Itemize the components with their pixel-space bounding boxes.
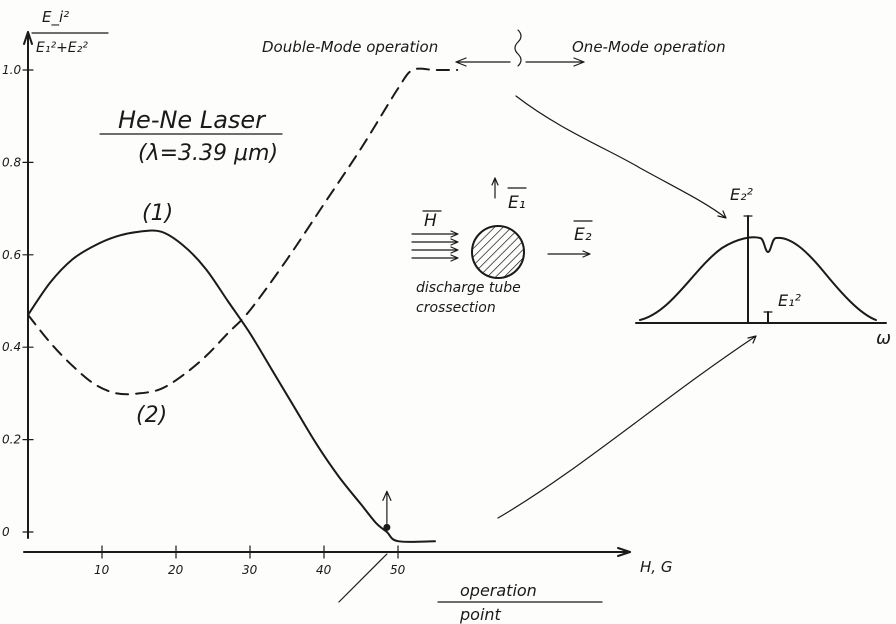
- y-label-denominator: E₁²+E₂²: [36, 40, 88, 56]
- operation-point-arrow: [382, 490, 392, 524]
- y-tick-label: 0.6: [2, 248, 21, 262]
- double-mode-label: Double-Mode operation: [262, 38, 438, 56]
- inset-spectrum-curve: [639, 236, 877, 321]
- series-line-2: [27, 67, 459, 396]
- connector-arrow-lower: [497, 335, 757, 519]
- e2-vector-label: E₂: [574, 225, 592, 245]
- operation-point-leader: [338, 553, 388, 603]
- operation-point-label-line1: operation: [460, 581, 537, 600]
- y-axis-arrow: [23, 31, 33, 45]
- y-tick-label: 0.4: [2, 340, 21, 354]
- tube-label-line1: discharge tube: [416, 280, 521, 296]
- e1-vector-label: E₁: [508, 193, 526, 213]
- series-line-1: [27, 229, 436, 543]
- inset-omega-label: ω: [876, 328, 891, 349]
- y-tick-label: 0.2: [2, 433, 21, 447]
- chart-subtitle: (λ=3.39 μm): [138, 141, 278, 166]
- h-field-arrows: [411, 230, 459, 262]
- x-tick-label: 50: [390, 563, 406, 577]
- mode-boundary-squiggle: [514, 29, 522, 67]
- inset-e1-label: E₁²: [778, 291, 802, 310]
- h-vector-label: H: [424, 211, 437, 231]
- one-mode-arrow: [525, 57, 585, 67]
- e2-vector-arrow: [547, 250, 591, 258]
- y-tick-label: 0.8: [2, 155, 21, 169]
- inset-e2-label: E₂²: [730, 185, 754, 204]
- x-tick-label: 30: [242, 563, 258, 577]
- tube-label-line2: crossection: [416, 300, 496, 316]
- series-label-2: (2): [136, 403, 167, 428]
- series-label-1: (1): [142, 201, 173, 226]
- connector-arrow-upper: [515, 95, 727, 219]
- y-label-numerator: E_i²: [42, 8, 69, 27]
- y-tick-label: 0: [2, 525, 10, 539]
- x-tick-label: 20: [168, 563, 184, 577]
- x-tick-label: 10: [94, 563, 110, 577]
- double-mode-arrow: [455, 57, 511, 67]
- tick-group: 10 20 30 40 50 0 0.2 0.4 0.6 0.8 1.0: [2, 63, 406, 577]
- one-mode-label: One-Mode operation: [572, 38, 726, 56]
- discharge-tube-circle: [471, 225, 525, 279]
- e1-vector-arrow: [491, 177, 499, 199]
- x-tick-label: 40: [316, 563, 332, 577]
- x-axis-label: H, G: [640, 558, 672, 576]
- operation-point-label-line2: point: [459, 605, 502, 624]
- operation-point-marker: [383, 523, 391, 531]
- chart-title: He-Ne Laser: [118, 106, 267, 134]
- x-axis-arrow: [617, 547, 631, 557]
- y-tick-label: 1.0: [2, 63, 21, 77]
